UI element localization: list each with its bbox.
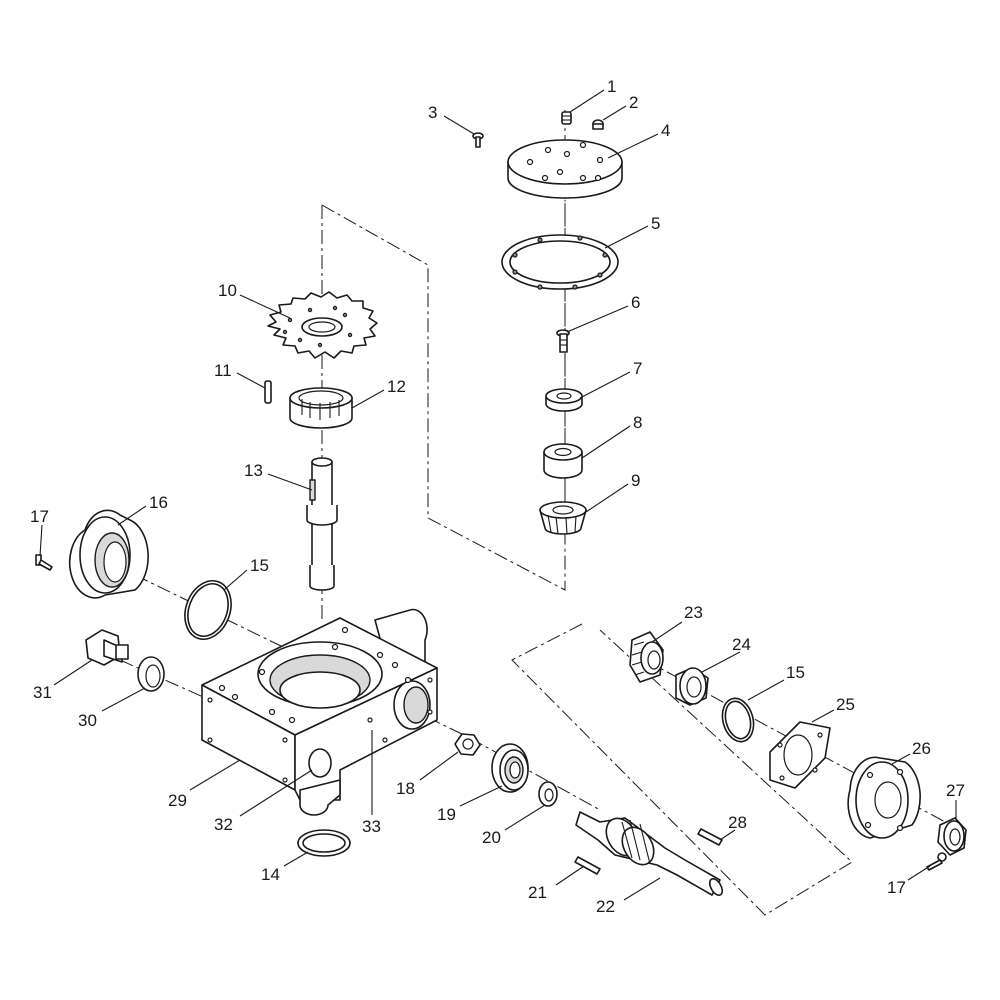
o-ring-right xyxy=(721,697,755,743)
gear-housing xyxy=(201,608,438,816)
screw-right xyxy=(926,852,947,871)
bearing-flange-left xyxy=(68,509,149,599)
callout-4: 4 xyxy=(661,121,670,140)
callout-26: 26 xyxy=(912,739,931,758)
bevel-pinion xyxy=(539,501,587,535)
sprocket xyxy=(267,291,378,359)
callout-20: 20 xyxy=(482,828,501,847)
callout-15-left: 15 xyxy=(250,556,269,575)
callout-5: 5 xyxy=(651,214,660,233)
callout-13: 13 xyxy=(244,461,263,480)
splined-coupling xyxy=(937,817,967,856)
callout-2: 2 xyxy=(629,93,638,112)
callout-31: 31 xyxy=(33,683,52,702)
callout-17-left: 17 xyxy=(30,507,49,526)
callout-27: 27 xyxy=(946,781,965,800)
seal-ring-bottom xyxy=(297,829,351,857)
callout-30: 30 xyxy=(78,711,97,730)
callout-25: 25 xyxy=(836,695,855,714)
small-washer xyxy=(538,781,558,807)
callout-32: 32 xyxy=(214,815,233,834)
cover-plate xyxy=(507,139,623,199)
breather-plug xyxy=(561,111,572,125)
leader-lines xyxy=(39,89,957,901)
ball-bearing xyxy=(491,743,529,793)
screw-left xyxy=(35,554,53,571)
output-flange xyxy=(847,756,921,839)
flange-gasket xyxy=(769,721,831,789)
key xyxy=(264,380,272,404)
small-plug xyxy=(592,119,604,130)
callout-3: 3 xyxy=(428,103,437,122)
pin-21 xyxy=(574,856,601,875)
vertical-shaft xyxy=(306,457,338,591)
callout-1: 1 xyxy=(607,77,616,96)
callout-12: 12 xyxy=(387,377,406,396)
callout-labels: 1 2 3 4 5 6 7 8 9 10 11 12 13 14 15 15 1… xyxy=(30,77,965,916)
callout-17-right: 17 xyxy=(887,878,906,897)
callout-8: 8 xyxy=(633,413,642,432)
callout-16: 16 xyxy=(149,493,168,512)
pin-28 xyxy=(697,828,723,846)
callout-21: 21 xyxy=(528,883,547,902)
callout-15-right: 15 xyxy=(786,663,805,682)
callout-11: 11 xyxy=(214,361,232,380)
callout-14: 14 xyxy=(261,865,280,884)
sealing-washer xyxy=(137,656,165,692)
o-ring-left xyxy=(184,580,232,640)
callout-9: 9 xyxy=(631,471,640,490)
cover-gasket xyxy=(501,234,619,290)
hex-nut xyxy=(454,733,481,756)
spacer-bush xyxy=(543,443,583,479)
washer xyxy=(545,388,583,412)
bevel-gear xyxy=(629,631,664,683)
callout-6: 6 xyxy=(631,293,640,312)
callout-33: 33 xyxy=(362,817,381,836)
cover-screw xyxy=(472,132,484,148)
callout-24: 24 xyxy=(732,635,751,654)
spacer-ring xyxy=(675,667,709,706)
callout-23: 23 xyxy=(684,603,703,622)
drain-plug xyxy=(85,629,129,666)
roller-bearing xyxy=(289,387,353,429)
callout-18: 18 xyxy=(396,779,415,798)
bolt xyxy=(556,329,570,353)
callout-22: 22 xyxy=(596,897,615,916)
callout-10: 10 xyxy=(218,281,237,300)
callout-28: 28 xyxy=(728,813,747,832)
callout-29: 29 xyxy=(168,791,187,810)
bevel-drive-shaft xyxy=(575,811,724,896)
callout-19: 19 xyxy=(437,805,456,824)
callout-7: 7 xyxy=(633,359,642,378)
